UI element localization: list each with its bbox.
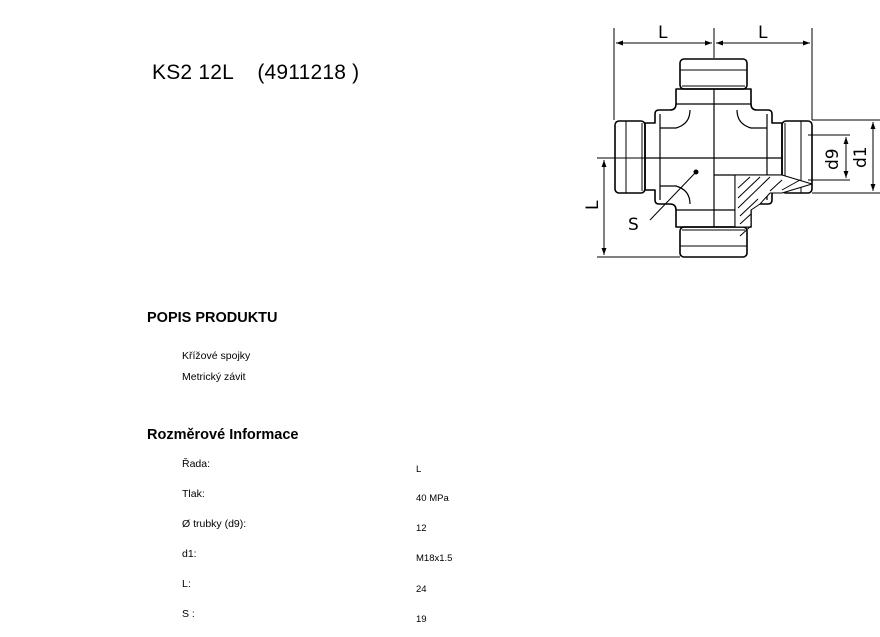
row-value-l: 24	[416, 584, 427, 595]
row-label-tube-diameter: Ø trubky (d9):	[182, 518, 247, 530]
row-label-d1: d1:	[182, 548, 197, 560]
row-value-tlak: 40 MPa	[416, 493, 449, 504]
hatched-section	[734, 174, 813, 237]
row-label-s: S :	[182, 608, 195, 620]
dim-label-l-top-right: L	[758, 23, 768, 43]
dim-label-d1: d1	[851, 146, 871, 168]
row-value-tube-diameter: 12	[416, 523, 427, 534]
description-heading: POPIS PRODUKTU	[147, 310, 278, 326]
left-port	[614, 120, 646, 194]
cross-fitting-technical-drawing: L L L d9 d1 S	[583, 23, 880, 258]
description-line-2: Metrický závit	[182, 371, 246, 383]
dim-label-s: S	[628, 215, 639, 235]
top-dimension-lines	[613, 28, 813, 120]
description-line-1: Křížové spojky	[182, 350, 251, 362]
row-label-rada: Řada:	[182, 458, 211, 470]
dimensions-heading: Rozměrové Informace	[147, 427, 299, 443]
s-leader	[649, 169, 699, 221]
right-dimension-lines	[808, 119, 880, 194]
row-value-d1: M18x1.5	[416, 553, 453, 564]
row-value-s: 19	[416, 614, 427, 625]
product-title: KS2 12L (4911218 )	[152, 61, 360, 84]
top-port	[679, 58, 748, 90]
dim-label-d9: d9	[823, 148, 843, 170]
row-value-rada: L	[416, 464, 422, 475]
row-label-tlak: Tlak:	[182, 488, 205, 500]
bottom-port	[679, 226, 748, 258]
dim-label-l-top-left: L	[658, 23, 668, 43]
dim-label-l-left: L	[583, 200, 603, 210]
row-label-l: L:	[182, 578, 191, 590]
